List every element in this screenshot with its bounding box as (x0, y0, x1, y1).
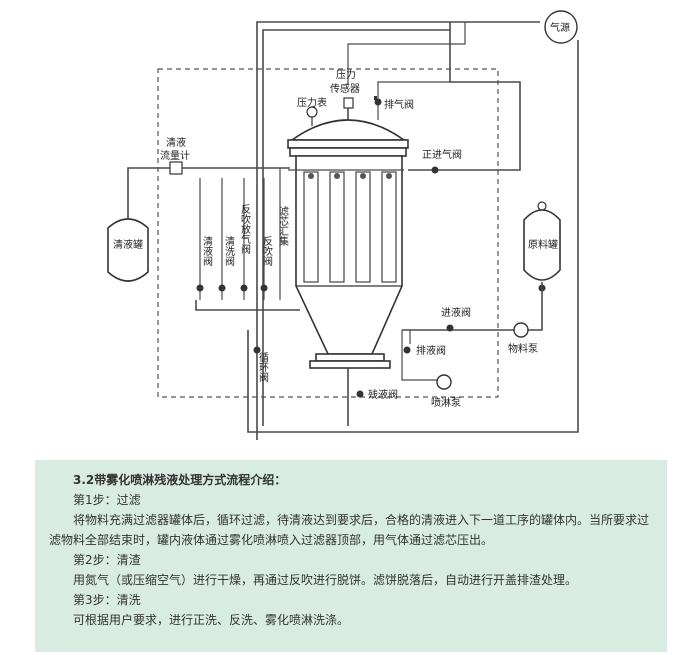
clear-liquid-tank: 清液罐 (107, 218, 149, 282)
pressure-sensor-label-2: 传感器 (330, 82, 360, 95)
pressure-gauge-label: 压力表 (297, 96, 327, 109)
backblow-vent-valve-label: 反吹放气阀 (239, 204, 251, 255)
residue-valve: 残液阀 (347, 368, 398, 426)
step-1-body: 将物料充满过滤器罐体后，循环过滤，待清液达到要求后，合格的清液进入下一道工序的罐… (49, 513, 650, 547)
process-flow-diagram: 气源 压力 传感器 压力表 排气阀 正进气阀 (107, 10, 579, 440)
clear-liquid-valve-label: 清液阀 (201, 235, 213, 267)
feed-valve-label: 进液阀 (441, 306, 471, 319)
filter-vessel (287, 119, 409, 369)
clear-liquid-line: 清液 流量计 (127, 136, 290, 218)
forward-inlet-valve-label: 正进气阀 (422, 148, 462, 161)
clear-liquid-tank-label: 清液罐 (113, 238, 143, 251)
raw-material-tank: 原料罐 (523, 201, 561, 292)
gas-pipes (247, 21, 579, 440)
flowmeter-label-2: 流量计 (160, 149, 190, 162)
material-pump-label: 物料泵 (508, 342, 538, 355)
step-1-heading: 第1步：过滤 (73, 493, 141, 507)
panel-title: 3.2带雾化喷淋残液处理方式流程介绍： (73, 473, 287, 487)
step-2-body: 用氮气（或压缩空气）进行干燥，再通过反吹进行脱饼。滤饼脱落后，自动进行开盖排渣处… (73, 573, 578, 587)
feed-line: 进液阀 物料泵 (402, 282, 543, 355)
pressure-gauge: 压力表 (297, 96, 327, 126)
step-2-heading: 第2步：清渣 (73, 553, 141, 567)
forward-inlet-valve: 正进气阀 (408, 148, 462, 174)
pressure-sensor-label-1: 压力 (336, 68, 356, 81)
equipment-boundary (157, 68, 499, 398)
pressure-sensor: 压力 传感器 (330, 68, 360, 120)
filter-core-collector-label: 滤芯汇集 (277, 205, 289, 247)
spray-line: 排液阀 喷淋泵 (401, 330, 461, 409)
backblow-valve-label: 反吹阀 (261, 236, 273, 267)
spray-pump-label: 喷淋泵 (431, 396, 461, 409)
valve-lines (195, 168, 300, 311)
vent-valve: 排气阀 (374, 96, 414, 111)
circulation-valve (253, 346, 261, 354)
gas-source-label: 气源 (550, 21, 570, 34)
step-3-heading: 第3步：清洗 (73, 593, 141, 607)
filter-cartridges (303, 171, 397, 283)
process-description-panel: 3.2带雾化喷淋残液处理方式流程介绍： 第1步：过滤 将物料充满过滤器罐体后，循… (35, 460, 667, 652)
drain-valve-label: 排液阀 (416, 344, 446, 357)
gas-source: 气源 (544, 10, 578, 44)
step-3-body: 可根据用户要求，进行正洗、反洗、雾化喷淋洗涤。 (73, 613, 350, 627)
clear-wash-valve-label: 清洗阀 (223, 235, 235, 267)
vertical-labels: 清液阀 清洗阀 反吹放气阀 反吹阀 滤芯汇集 循环阀 (201, 204, 289, 383)
flowmeter-label-1: 清液 (166, 136, 186, 149)
raw-material-tank-label: 原料罐 (528, 238, 558, 251)
vent-valve-label: 排气阀 (384, 98, 414, 111)
residue-valve-label: 残液阀 (368, 388, 398, 401)
circulation-valve-label: 循环阀 (257, 351, 269, 383)
